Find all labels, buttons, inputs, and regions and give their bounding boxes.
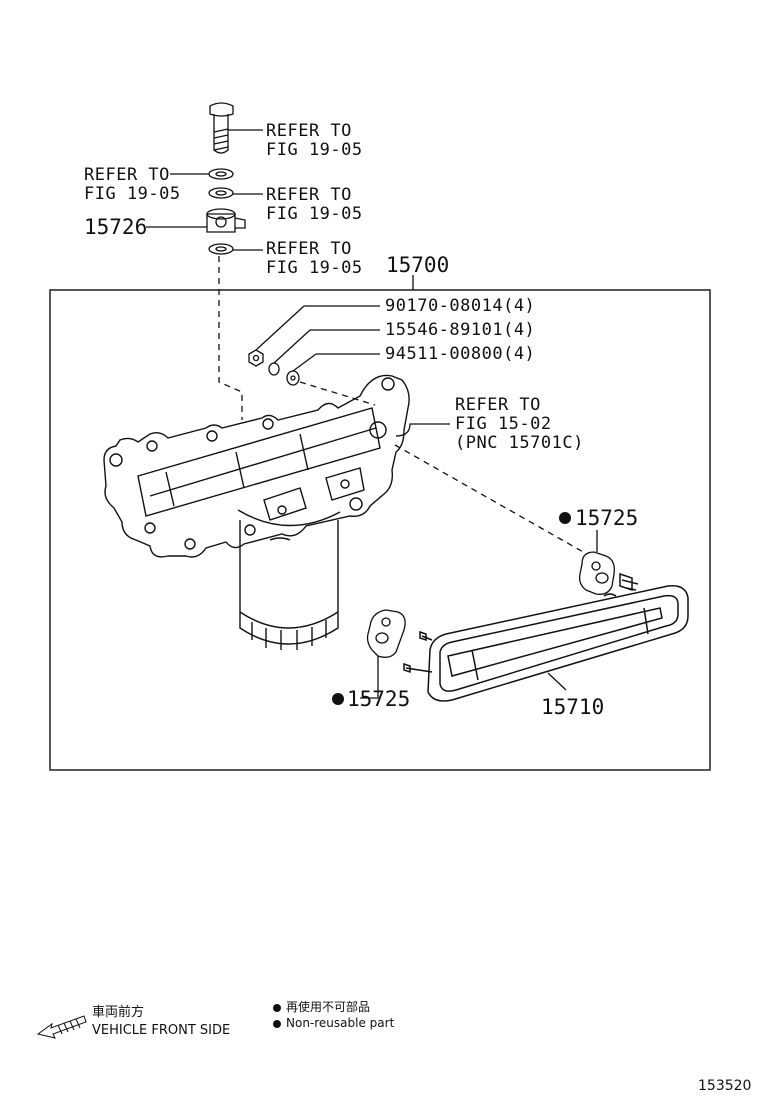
refer-line: REFER TO	[266, 239, 352, 259]
part-number-15725-right: 15725	[575, 506, 639, 530]
legend-dot-icon	[273, 1004, 281, 1012]
install-path-dashed	[299, 381, 376, 406]
legend-non-reusable: 再使用不可部品 Non-reusable part	[286, 999, 394, 1031]
part-number-15700: 15700	[386, 253, 450, 277]
part-number-15726: 15726	[84, 215, 148, 239]
legend-text-en: VEHICLE FRONT SIDE	[92, 1023, 231, 1038]
legend-text-jp: 車両前方	[92, 1005, 145, 1020]
part-number-94511: 94511-00800(4)	[385, 344, 536, 364]
washer-icon	[286, 370, 300, 386]
part-number-15725-left: 15725	[347, 687, 411, 711]
washer-icon	[268, 362, 280, 376]
gasket-icon	[366, 609, 406, 658]
install-path-dashed	[394, 444, 586, 554]
vehicle-front-arrow-icon	[36, 1015, 87, 1039]
washer-icon	[208, 243, 234, 255]
part-number-15546: 15546-89101(4)	[385, 320, 536, 340]
refer-line: (PNC 15701C)	[455, 433, 584, 453]
refer-line: REFER TO	[266, 185, 352, 205]
assembly-box-15700	[49, 289, 711, 771]
refer-line: FIG 19-05	[84, 184, 181, 204]
refer-line: FIG 19-05	[266, 204, 363, 224]
oil-cooler-bracket-icon	[103, 374, 410, 558]
union-fitting-icon	[206, 208, 246, 233]
bolt-icon	[209, 102, 234, 154]
figure-number: 153520	[698, 1078, 752, 1094]
nonreusable-dot-icon	[559, 512, 571, 524]
nonreusable-dot-icon	[332, 693, 344, 705]
legend-dot-icon	[273, 1020, 281, 1028]
washer-icon	[208, 187, 234, 199]
part-number-90170: 90170-08014(4)	[385, 296, 536, 316]
refer-line: REFER TO	[266, 121, 352, 141]
refer-line: REFER TO	[84, 165, 170, 185]
legend-text-jp: 再使用不可部品	[286, 1000, 371, 1014]
part-number-15710: 15710	[541, 695, 605, 719]
refer-line: FIG 19-05	[266, 258, 363, 278]
washer-icon	[208, 168, 234, 180]
legend-text-en: Non-reusable part	[286, 1016, 395, 1030]
oil-cooler-element-icon	[403, 572, 689, 702]
gasket-icon	[578, 551, 615, 595]
install-path-dashed	[218, 256, 243, 420]
oil-filter-icon	[237, 509, 341, 650]
refer-line: FIG 19-05	[266, 140, 363, 160]
legend-vehicle-front: 車両前方 VEHICLE FRONT SIDE	[92, 1004, 230, 1040]
refer-line: FIG 15-02	[455, 414, 552, 434]
nut-icon	[248, 349, 264, 367]
refer-line: REFER TO	[455, 395, 541, 415]
